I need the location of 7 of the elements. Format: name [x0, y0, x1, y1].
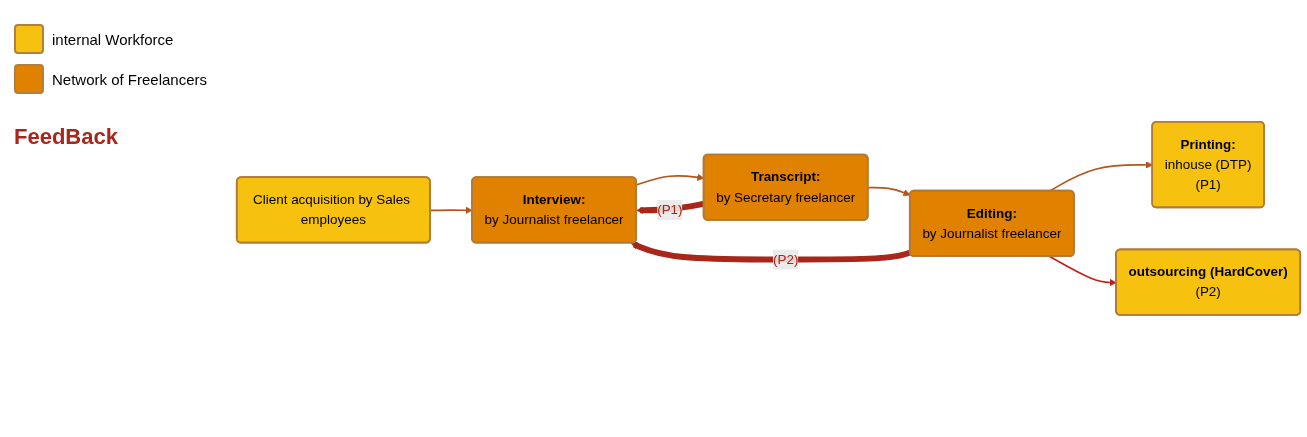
- edge-label: (P1): [657, 202, 683, 217]
- feedback-label: FeedBack: [14, 124, 119, 150]
- arrow: [867, 186, 911, 197]
- legend-text: internal Workforce: [52, 30, 174, 48]
- legend-text: Network of Freelancers: [52, 70, 208, 88]
- edge-label: (P2): [772, 252, 799, 267]
- arrow: [630, 241, 912, 263]
